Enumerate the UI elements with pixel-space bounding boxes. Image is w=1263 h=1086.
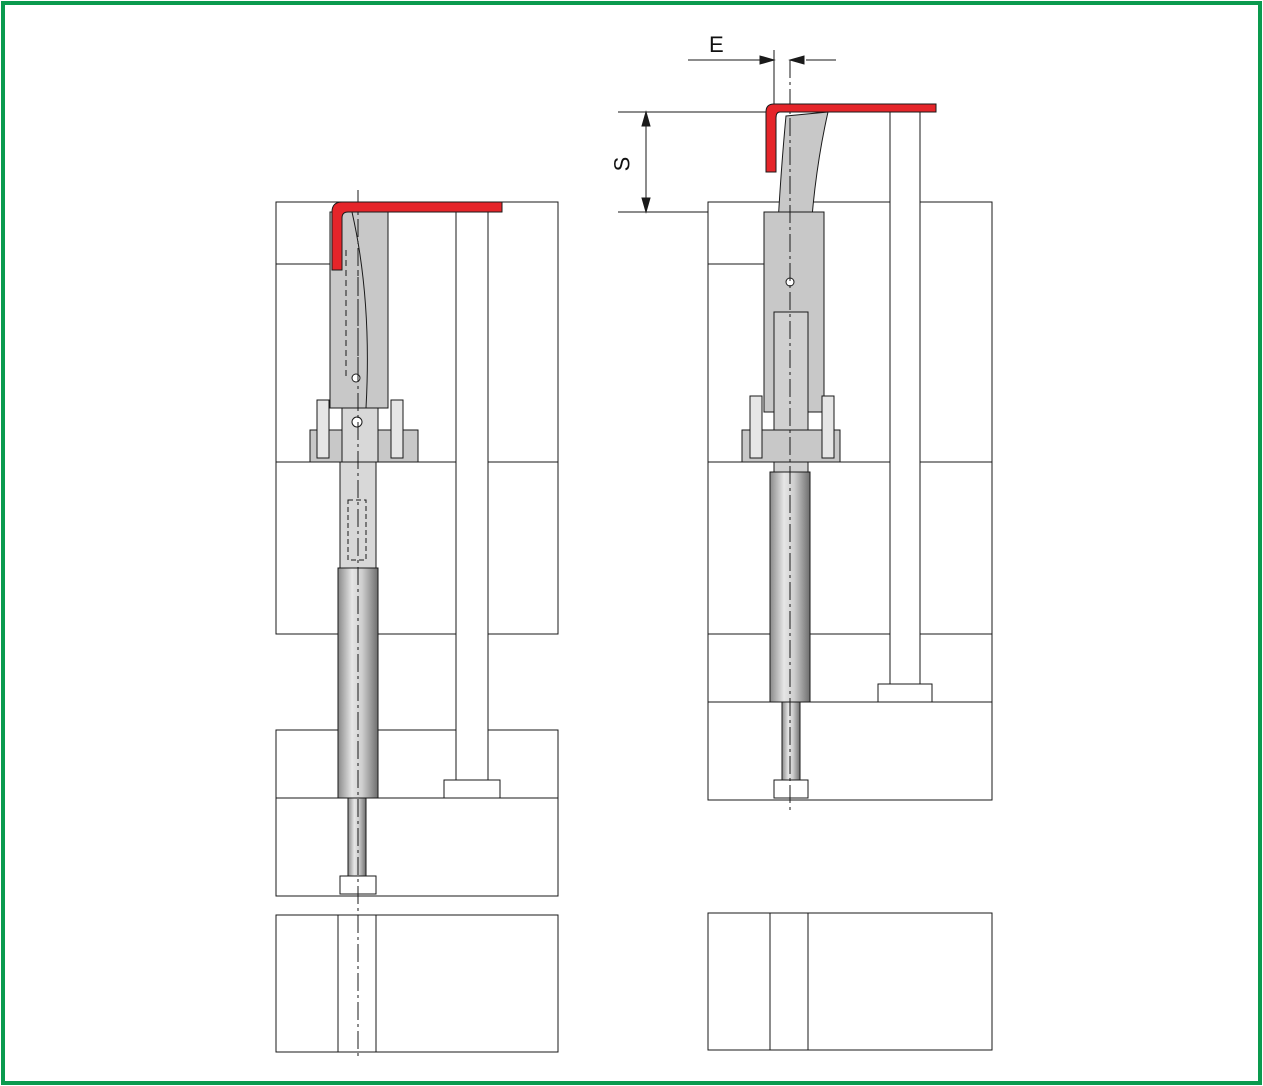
left-ejector-pin: [347, 797, 367, 877]
left-base-block: [275, 914, 559, 1053]
right-view: [618, 50, 993, 1051]
left-lower-plate: [275, 729, 559, 799]
right-ejector-pin: [781, 701, 801, 781]
right-middle-block: [707, 461, 993, 635]
left-screw-1: [316, 399, 330, 459]
left-middle-block: [275, 461, 559, 635]
right-screw-1: [749, 395, 763, 459]
left-screw-2: [390, 399, 404, 459]
right-lower-plate: [707, 633, 993, 703]
right-screw-2: [821, 395, 835, 459]
left-rod-head: [443, 779, 501, 799]
left-bottom-plate: [275, 797, 559, 897]
right-bottom-plate: [707, 701, 993, 801]
left-red-part: [331, 201, 503, 271]
dimension-s-label: S: [609, 156, 635, 172]
right-pin-head: [773, 779, 809, 799]
left-view: [275, 190, 559, 1060]
right-guide-rod: [889, 111, 921, 685]
left-guide-rod: [455, 211, 489, 781]
right-rod-head: [877, 683, 933, 703]
right-red-part: [765, 103, 937, 173]
dimension-e-label: E: [709, 32, 724, 57]
right-base-block: [707, 912, 993, 1051]
